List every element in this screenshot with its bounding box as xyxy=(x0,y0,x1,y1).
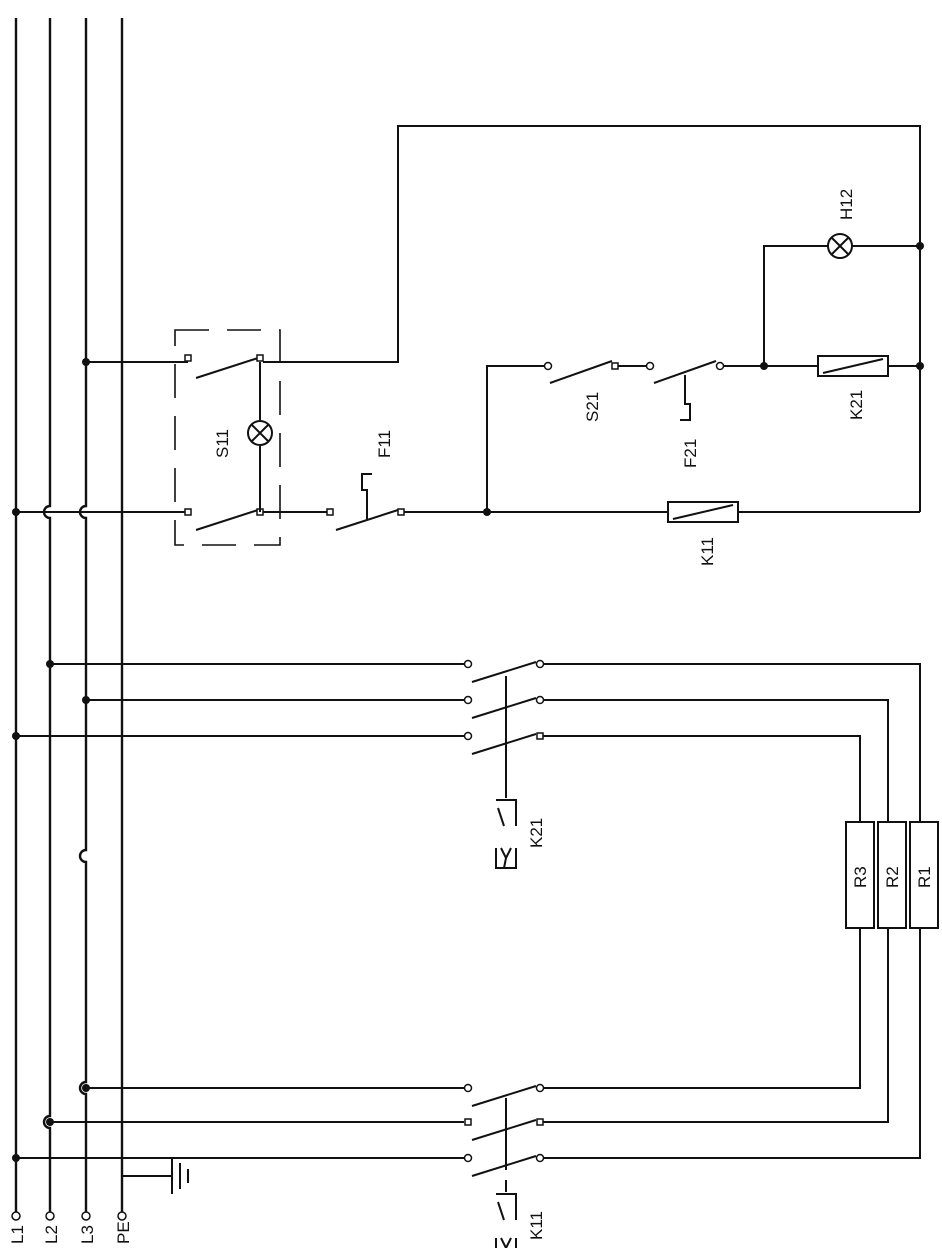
power-circuit: K21 R3 R2 R1 K11 xyxy=(12,659,939,1248)
lamp-s11-icon xyxy=(247,420,273,446)
f21-label: F21 xyxy=(681,439,700,468)
return-wire xyxy=(263,125,921,512)
s21-terminal-right xyxy=(611,362,619,370)
f21-thermal-icon xyxy=(680,375,691,421)
k21-coil-label: K21 xyxy=(847,390,866,420)
rail-label-l1: L1 xyxy=(8,1225,27,1244)
f11-label: F11 xyxy=(375,430,394,458)
s11-lower-terminal-left xyxy=(184,508,192,516)
k11-contact-3 xyxy=(471,1155,537,1177)
terminal-pe xyxy=(117,1211,127,1221)
resistor-r2 xyxy=(877,821,907,929)
rail-l2 xyxy=(42,18,52,1212)
r2-label: R2 xyxy=(883,866,902,888)
s11-upper-terminal-left xyxy=(184,354,192,362)
f11-thermal-icon xyxy=(361,473,372,520)
k11-contact-2 xyxy=(471,1119,537,1141)
terminal-l2 xyxy=(45,1211,55,1221)
k21-contact-3 xyxy=(471,733,537,755)
control-circuit: S11 F11 K11 S21 F21 K21 xyxy=(12,125,924,566)
junction-right-k21 xyxy=(916,362,924,370)
rail-label-l3: L3 xyxy=(78,1225,97,1244)
s11-upper-contact xyxy=(195,357,259,379)
s21-contact xyxy=(549,360,613,384)
terminal-l3 xyxy=(81,1211,91,1221)
s11-upper-terminal-right xyxy=(256,354,264,362)
k11-contact-1 xyxy=(471,1085,537,1107)
s21-label: S21 xyxy=(583,392,602,422)
k11-actuator-label: K11 xyxy=(527,1211,546,1240)
f21-terminal-left xyxy=(645,361,655,371)
ground-icon xyxy=(122,1158,189,1194)
rail-label-l2: L2 xyxy=(42,1225,61,1244)
k21-contact-2 xyxy=(471,697,537,719)
k11-actuator-icon xyxy=(495,1193,517,1248)
junction-right-h12 xyxy=(916,242,924,250)
f11-terminal-left xyxy=(326,508,334,516)
k11-coil-label: K11 xyxy=(698,537,717,566)
rail-label-pe: PE xyxy=(114,1221,133,1244)
f11-terminal-right xyxy=(397,508,405,516)
h12-label: H12 xyxy=(837,189,856,220)
k21-actuator-icon xyxy=(495,799,517,869)
s11-label: S11 xyxy=(213,429,232,458)
r3-label: R3 xyxy=(851,866,870,888)
r1-label: R1 xyxy=(915,866,934,888)
f21-contact xyxy=(653,360,717,384)
s11-lower-contact xyxy=(195,509,259,531)
lamp-h12-icon xyxy=(827,233,853,259)
s21-terminal-left xyxy=(543,361,553,371)
rail-l3 xyxy=(78,18,88,1212)
k21-actuator-label: K21 xyxy=(527,818,546,848)
resistor-r1 xyxy=(909,821,939,929)
s11-enclosure xyxy=(174,329,281,546)
k21-contact-1 xyxy=(471,661,537,683)
terminal-l1 xyxy=(11,1211,21,1221)
f21-terminal-right xyxy=(715,361,725,371)
supply-rails xyxy=(11,18,127,1221)
